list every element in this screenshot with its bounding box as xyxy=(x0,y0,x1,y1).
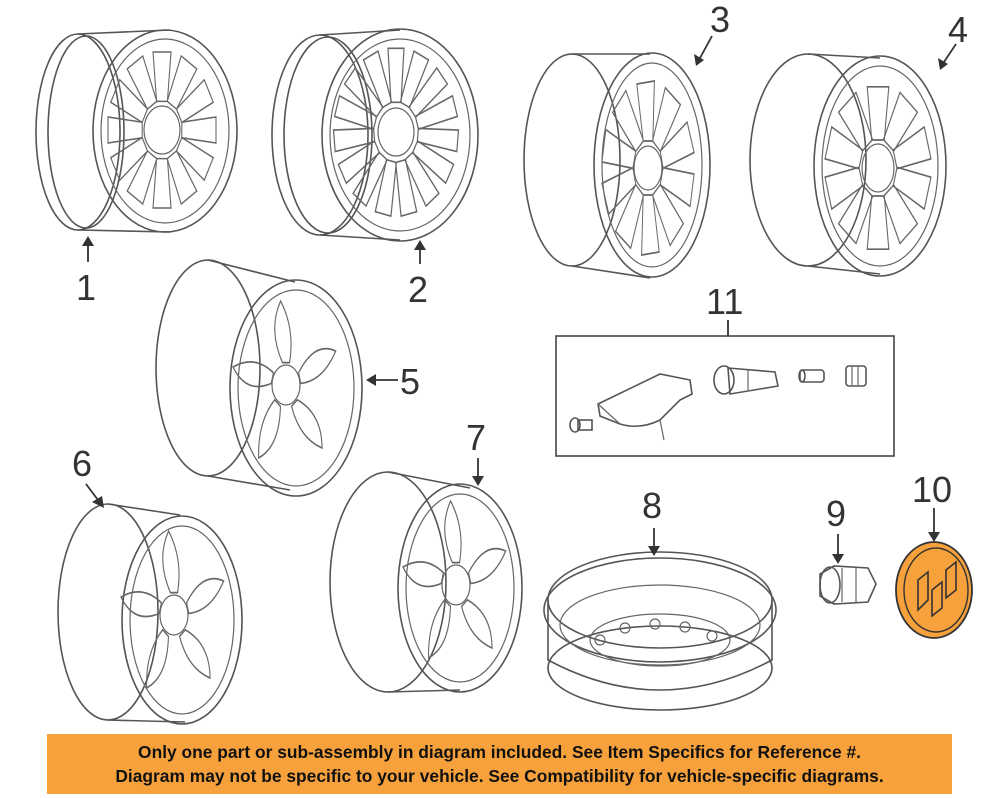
disclaimer-banner: Only one part or sub-assembly in diagram… xyxy=(47,734,952,794)
valve-stem xyxy=(713,365,779,395)
tpms-sensor xyxy=(597,373,693,441)
parts-diagram: 1 2 xyxy=(35,0,973,725)
wheel-7 xyxy=(329,471,523,693)
wheel-1 xyxy=(35,29,238,233)
small-screw xyxy=(569,417,593,433)
callout-5: 5 xyxy=(400,361,420,402)
spare-wheel-8 xyxy=(543,551,777,711)
callout-9: 9 xyxy=(826,493,846,534)
callout-2: 2 xyxy=(408,269,428,310)
arrow-3 xyxy=(699,35,713,59)
tri-shield-emblem-icon xyxy=(917,560,957,618)
arrow-6 xyxy=(85,483,99,501)
valve-core xyxy=(798,369,825,383)
callout-1: 1 xyxy=(76,267,96,308)
callout-8: 8 xyxy=(642,485,662,526)
valve-cap xyxy=(845,365,867,387)
callout-11: 11 xyxy=(706,281,743,322)
disclaimer-line-2: Diagram may not be specific to your vehi… xyxy=(115,766,884,786)
arrow-4 xyxy=(943,43,957,63)
wheel-3 xyxy=(523,52,711,279)
center-cap-10 xyxy=(895,541,973,639)
tpms-kit-11 xyxy=(555,335,895,457)
callout-7: 7 xyxy=(466,417,486,458)
callout-10: 10 xyxy=(912,469,952,510)
callout-3: 3 xyxy=(710,0,730,40)
callout-6: 6 xyxy=(72,443,92,484)
wheel-2 xyxy=(271,28,479,242)
wheel-5 xyxy=(155,259,363,497)
wheel-4 xyxy=(749,53,947,277)
wheel-6 xyxy=(57,503,243,725)
lug-nut-9 xyxy=(819,565,877,605)
disclaimer-line-1: Only one part or sub-assembly in diagram… xyxy=(138,742,861,762)
callout-4: 4 xyxy=(948,9,968,50)
